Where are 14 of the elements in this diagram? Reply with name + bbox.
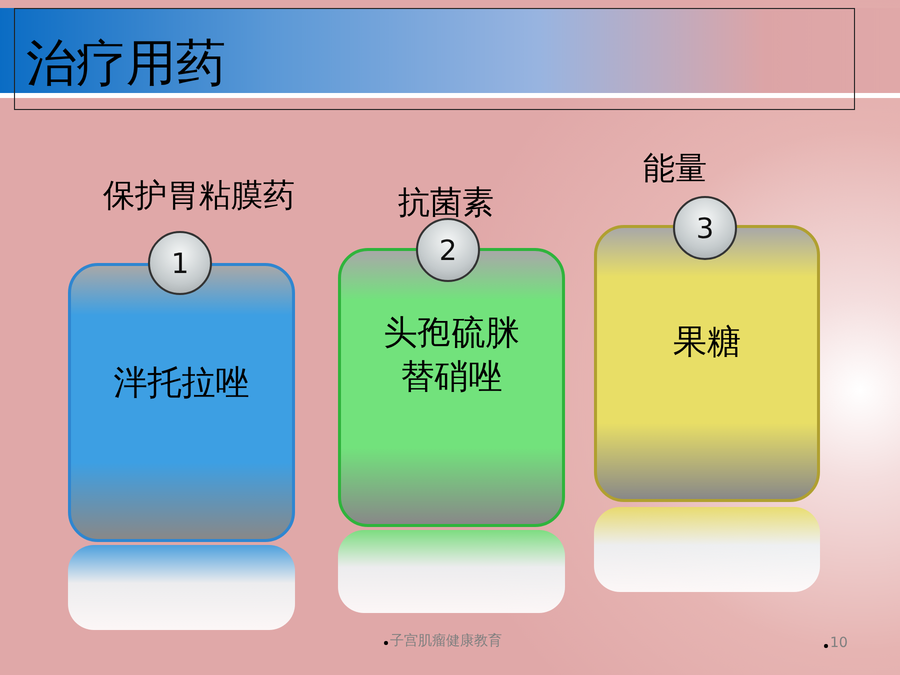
drug-name: 果糖: [672, 321, 742, 364]
drug-name: 头孢硫脒替硝唑: [382, 312, 520, 399]
page-number: 10: [830, 635, 848, 651]
footer-text: 子宫肌瘤健康教育: [390, 632, 502, 650]
number-badge: 3: [673, 196, 737, 260]
number-badge: 1: [148, 231, 212, 295]
slide-title: 治疗用药: [26, 33, 226, 94]
card-reflection: [68, 545, 295, 630]
drug-name: 泮托拉唑: [112, 362, 250, 405]
card-reflection: [338, 530, 565, 613]
category-heading: 能量: [643, 148, 707, 189]
category-heading: 保护胃粘膜药: [103, 175, 295, 216]
card-reflection: [594, 507, 820, 592]
number-badge: 2: [416, 218, 480, 282]
